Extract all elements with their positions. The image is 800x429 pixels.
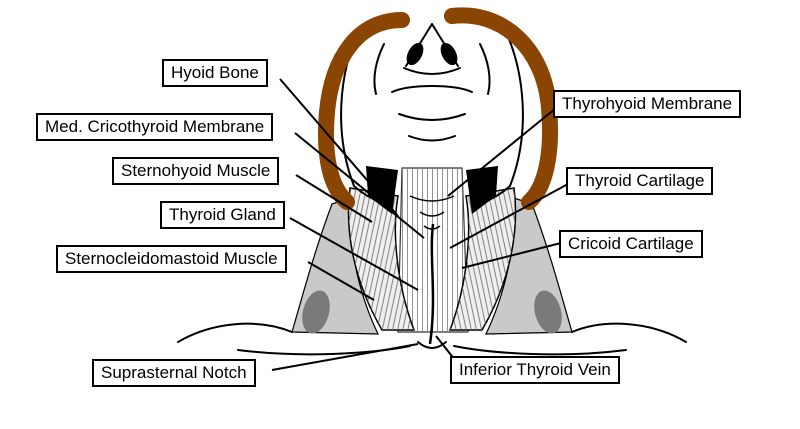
hyoid-bone-arc bbox=[409, 195, 455, 202]
left-nostril bbox=[406, 42, 424, 66]
right-scm-striations bbox=[450, 188, 516, 330]
label-sternocleidomastoid-muscle: Sternocleidomastoid Muscle bbox=[56, 245, 287, 273]
right-nostril bbox=[440, 42, 458, 66]
leader-line-suprasternal-notch bbox=[271, 343, 419, 371]
chin-underside-curve bbox=[391, 85, 473, 93]
left-shoulder-line bbox=[177, 322, 293, 343]
nose-base bbox=[403, 67, 461, 75]
label-thyroid-gland: Thyroid Gland bbox=[160, 201, 285, 229]
leader-line-sternocleidomastoid-muscle bbox=[307, 261, 375, 301]
right-cheek-crease bbox=[479, 43, 491, 95]
chin-crease bbox=[408, 135, 456, 142]
left-cheek-crease bbox=[373, 43, 385, 95]
right-shoulder-line bbox=[571, 322, 687, 343]
left-jaw-shadow bbox=[366, 166, 398, 214]
inferior-thyroid-vein-line bbox=[428, 223, 435, 345]
leader-line-thyroid-cartilage bbox=[449, 183, 569, 249]
lateral-neck-shading bbox=[291, 197, 573, 335]
leader-line-cricoid-cartilage bbox=[461, 242, 562, 269]
left-shadow-spot bbox=[302, 290, 330, 334]
leader-lines bbox=[271, 78, 569, 371]
leader-line-thyroid-gland bbox=[289, 217, 419, 291]
leader-line-thyrohyoid-membrane bbox=[447, 107, 557, 197]
thyroid-cartilage-arc bbox=[419, 211, 445, 217]
jaw-shadows bbox=[366, 166, 498, 214]
right-clavicle-line bbox=[453, 345, 627, 356]
right-jaw-outline bbox=[505, 31, 524, 187]
nostrils bbox=[406, 42, 458, 66]
suprasternal-notch-curve bbox=[417, 341, 447, 349]
hair bbox=[318, 7, 559, 210]
label-sternohyoid-muscle: Sternohyoid Muscle bbox=[112, 157, 280, 185]
right-shadow-spot bbox=[534, 290, 562, 334]
label-inferior-thyroid-vein: Inferior Thyroid Vein bbox=[450, 356, 620, 384]
leader-line-hyoid-bone bbox=[279, 78, 399, 217]
leader-line-sternohyoid-muscle bbox=[295, 174, 373, 223]
leader-line-med-cricothyroid-membrane bbox=[294, 132, 425, 239]
right-jaw-underside bbox=[473, 185, 511, 206]
right-jaw-shadow bbox=[466, 166, 498, 214]
label-med-cricothyroid-membrane: Med. Cricothyroid Membrane bbox=[36, 113, 274, 141]
label-thyroid-cartilage: Thyroid Cartilage bbox=[566, 167, 714, 195]
right-hair-stroke bbox=[444, 7, 559, 210]
label-suprasternal-notch: Suprasternal Notch bbox=[92, 359, 256, 387]
left-hair-stroke bbox=[318, 12, 410, 210]
label-cricoid-cartilage: Cricoid Cartilage bbox=[559, 230, 703, 258]
mouth-line bbox=[398, 113, 466, 121]
label-hyoid-bone: Hyoid Bone bbox=[162, 59, 268, 87]
label-thyrohyoid-membrane: Thyrohyoid Membrane bbox=[553, 90, 742, 118]
